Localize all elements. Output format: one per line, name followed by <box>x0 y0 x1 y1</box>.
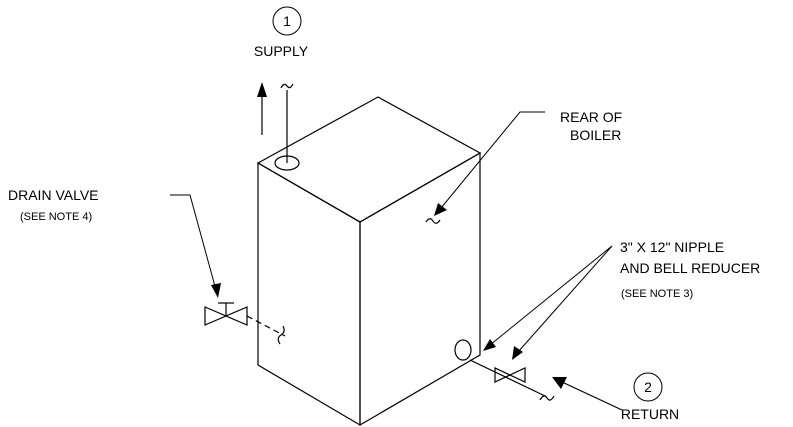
supply-number-circle <box>272 6 302 36</box>
return-number-circle <box>633 372 663 402</box>
rear-leader <box>425 111 545 224</box>
supply-label: SUPPLY <box>254 43 309 59</box>
rear-break-symbol <box>425 218 441 224</box>
drain-leader <box>170 194 221 298</box>
nipple-label-line2: AND BELL REDUCER <box>620 260 760 276</box>
return-flow-arrow <box>552 377 623 411</box>
supply-number: 1 <box>283 13 291 29</box>
return-pipe <box>469 359 555 401</box>
supply-break-symbol <box>280 83 294 89</box>
nipple-leaders <box>483 245 613 360</box>
boiler-front-face <box>257 161 361 427</box>
boiler-side-face <box>359 151 481 427</box>
boiler-box <box>256 96 482 427</box>
return-break-symbol <box>539 395 555 401</box>
nipple-label-line1: 3" X 12" NIPPLE <box>620 239 724 255</box>
drain-break-symbol <box>277 325 285 345</box>
return-opening <box>454 339 472 361</box>
boiler-top-face <box>256 96 482 223</box>
nipple-note: (SEE NOTE 3) <box>621 288 693 300</box>
drain-note: (SEE NOTE 4) <box>20 211 92 223</box>
supply-flow-arrow <box>257 82 267 135</box>
return-number: 2 <box>644 379 652 395</box>
rear-label-line1: REAR OF <box>560 109 622 125</box>
supply-pipe <box>274 83 300 171</box>
drain-valve-symbol <box>204 302 286 345</box>
rear-label-line2: BOILER <box>570 127 621 143</box>
drain-label: DRAIN VALVE <box>8 187 99 203</box>
return-label: RETURN <box>621 406 679 422</box>
